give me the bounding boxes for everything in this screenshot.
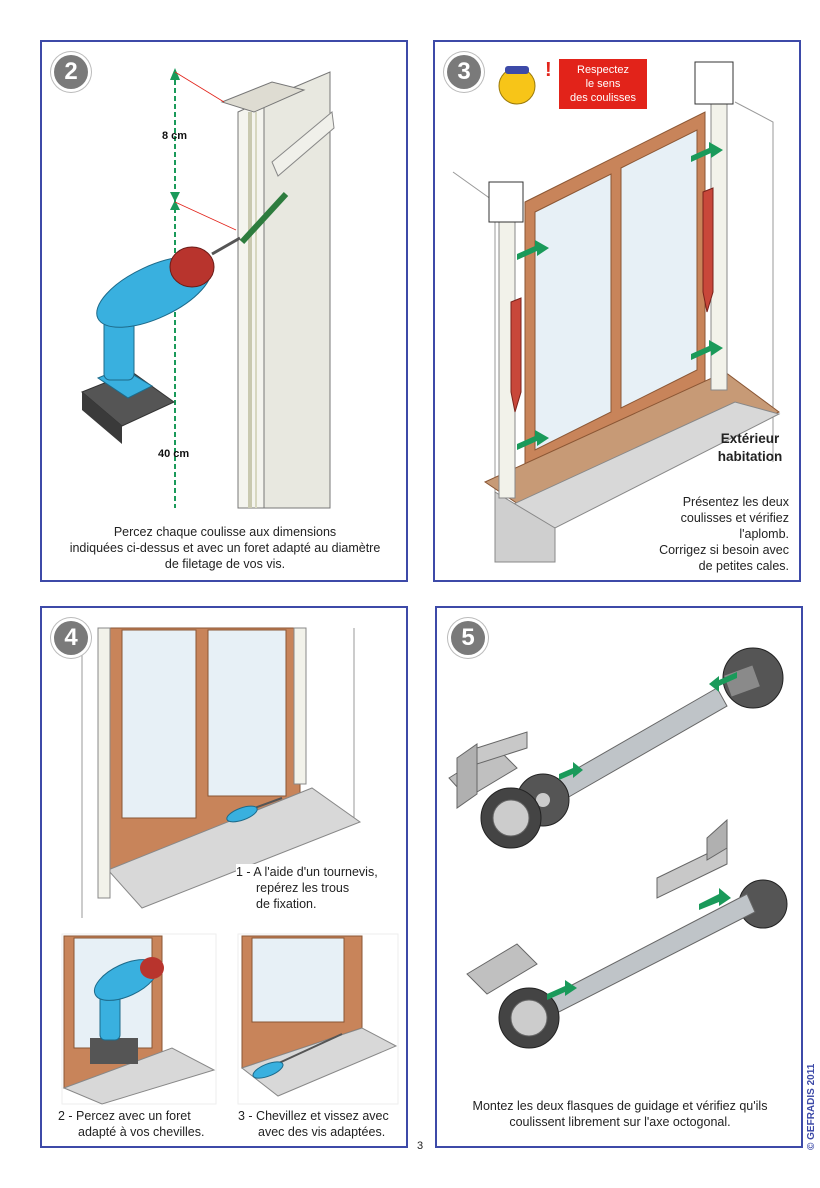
caption-line: coulissent librement sur l'axe octogonal… xyxy=(509,1115,731,1129)
caption-line: 3 - Chevillez et vissez avec xyxy=(238,1109,389,1123)
caption-line: indiquées ci-dessus et avec un foret ada… xyxy=(69,541,381,555)
drill-icon xyxy=(90,957,164,1064)
step-5-panel: 5 Montez les deux flasques de guidage et… xyxy=(435,606,803,1148)
caption-line: coulisses et vérifiez xyxy=(680,511,789,525)
caption-line: de fixation. xyxy=(256,897,317,911)
caption-line: Présentez les deux xyxy=(682,495,789,509)
warning-line: des coulisses xyxy=(569,92,637,104)
step-3-caption: Présentez les deux coulisses et vérifiez… xyxy=(595,494,789,574)
step-4-illustration xyxy=(61,627,399,1105)
step-2-panel: 2 8 cm 40 cm Percez chaque coulisse aux … xyxy=(40,40,408,582)
step-4-panel: 4 1 - A l'aide d'un tournevis, repérez l… xyxy=(40,606,408,1148)
caption-line: l'aplomb. xyxy=(739,527,789,541)
step-3-illustration: ! xyxy=(452,59,781,563)
shaft-assembly-icon xyxy=(448,647,784,849)
shaft-assembly-icon xyxy=(466,818,788,1049)
page-number: 3 xyxy=(417,1140,424,1152)
step-number-badge: 2 xyxy=(54,55,88,89)
step-2-caption: Percez chaque coulisse aux dimensions in… xyxy=(50,524,400,572)
exterior-label: Extérieur habitation xyxy=(707,430,793,466)
caption-line: repérez les trous xyxy=(256,881,350,895)
step-3-panel: ! 3 Respectez le sens des coulisses Exté… xyxy=(433,40,801,582)
caption-line: de petites cales. xyxy=(698,559,789,573)
drill-icon xyxy=(81,236,241,444)
warning-line: Respectez xyxy=(577,64,629,76)
brand-mark: © GEFRADIS 2011 xyxy=(806,1063,817,1150)
warning-box: Respectez le sens des coulisses xyxy=(559,59,647,109)
warning-line: le sens xyxy=(585,78,621,90)
screwdriver-icon xyxy=(226,797,283,823)
caption-line: de filetage de vos vis. xyxy=(164,557,286,571)
screwdriver-icon xyxy=(252,1033,343,1079)
step-number-badge: 4 xyxy=(54,621,88,655)
caption-line: adapté à vos chevilles. xyxy=(78,1125,205,1139)
exterior-line: habitation xyxy=(717,449,783,464)
dimension-label-bottom: 40 cm xyxy=(158,448,190,460)
caption-line: 1 - A l'aide d'un tournevis, xyxy=(236,865,378,879)
step-number-badge: 3 xyxy=(447,55,481,89)
step-number-badge: 5 xyxy=(451,621,485,655)
step-4-sub2-caption: 2 - Percez avec un foret adapté à vos ch… xyxy=(58,1108,228,1140)
dimension-label-top: 8 cm xyxy=(162,130,188,142)
caption-line: 2 - Percez avec un foret xyxy=(58,1109,191,1123)
step-4-sub1-caption: 1 - A l'aide d'un tournevis, repérez les… xyxy=(236,864,406,912)
caption-line: Percez chaque coulisse aux dimensions xyxy=(113,525,337,539)
mascot-icon: ! xyxy=(498,59,552,105)
svg-text:!: ! xyxy=(545,59,552,81)
caption-line: Corrigez si besoin avec xyxy=(659,543,789,557)
exterior-line: Extérieur xyxy=(720,431,780,446)
caption-line: Montez les deux flasques de guidage et v… xyxy=(472,1099,768,1113)
caption-line: avec des vis adaptées. xyxy=(258,1125,386,1139)
step-5-illustration xyxy=(448,647,788,1049)
step-4-sub3-caption: 3 - Chevillez et vissez avec avec des vi… xyxy=(238,1108,406,1140)
step-5-caption: Montez les deux flasques de guidage et v… xyxy=(447,1098,793,1130)
step-2-illustration xyxy=(81,68,335,509)
